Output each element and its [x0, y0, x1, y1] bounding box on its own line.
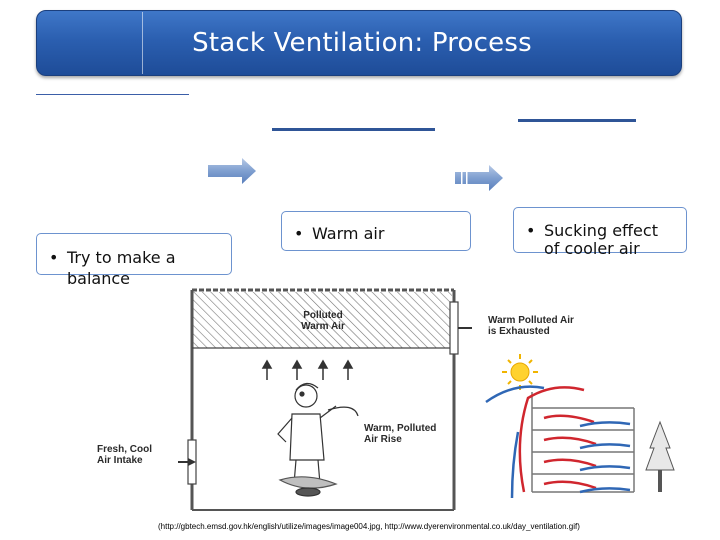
slide-title: Stack Ventilation: Process: [192, 28, 532, 58]
label-text: Warm Air: [301, 321, 345, 332]
box-text: balance: [67, 269, 130, 288]
bullet: •: [49, 248, 59, 267]
text-box-left: • Try to make a balance: [36, 233, 232, 288]
divider-line: [36, 94, 189, 95]
label-intake: Fresh, Cool Air Intake: [97, 444, 152, 466]
box-text: Sucking effect: [544, 221, 658, 240]
label-text: Fresh, Cool: [97, 444, 153, 455]
building-airflow-figure: [485, 354, 675, 498]
text-box-right: • Sucking effect of cooler air: [513, 207, 687, 258]
bullet: •: [526, 221, 536, 240]
label-polluted: Polluted Warm Air: [299, 310, 347, 332]
person-figure: [277, 382, 338, 497]
label-exhaust: Warm Polluted Air is Exhausted: [488, 315, 574, 337]
label-text: Warm, Polluted: [364, 423, 437, 434]
label-rise: Warm, Polluted Air Rise: [364, 423, 436, 445]
box-text: Warm air: [312, 224, 385, 243]
bullet: •: [294, 224, 304, 243]
source-caption: (http://gbtech.emsd.gov.hk/english/utili…: [158, 522, 580, 531]
title-bar: [36, 10, 682, 76]
sun-icon: [502, 354, 538, 390]
title-bar-segment: [38, 12, 143, 74]
text-box-middle: • Warm air: [281, 211, 471, 251]
label-text: Warm Polluted Air: [488, 315, 574, 326]
divider-line: [272, 128, 435, 131]
label-text: Polluted: [303, 310, 343, 321]
right-arrow-icon: [208, 158, 256, 184]
label-text: Air Intake: [97, 455, 143, 466]
label-text: Air Rise: [364, 434, 402, 445]
box-text: of cooler air: [544, 239, 640, 258]
right-arrow-icon: [455, 165, 503, 191]
divider-line: [518, 119, 636, 122]
stack-ventilation-figure: [178, 288, 472, 511]
box-text: Try to make a: [67, 248, 176, 267]
tree-icon: [645, 420, 675, 492]
label-text: is Exhausted: [488, 326, 550, 337]
